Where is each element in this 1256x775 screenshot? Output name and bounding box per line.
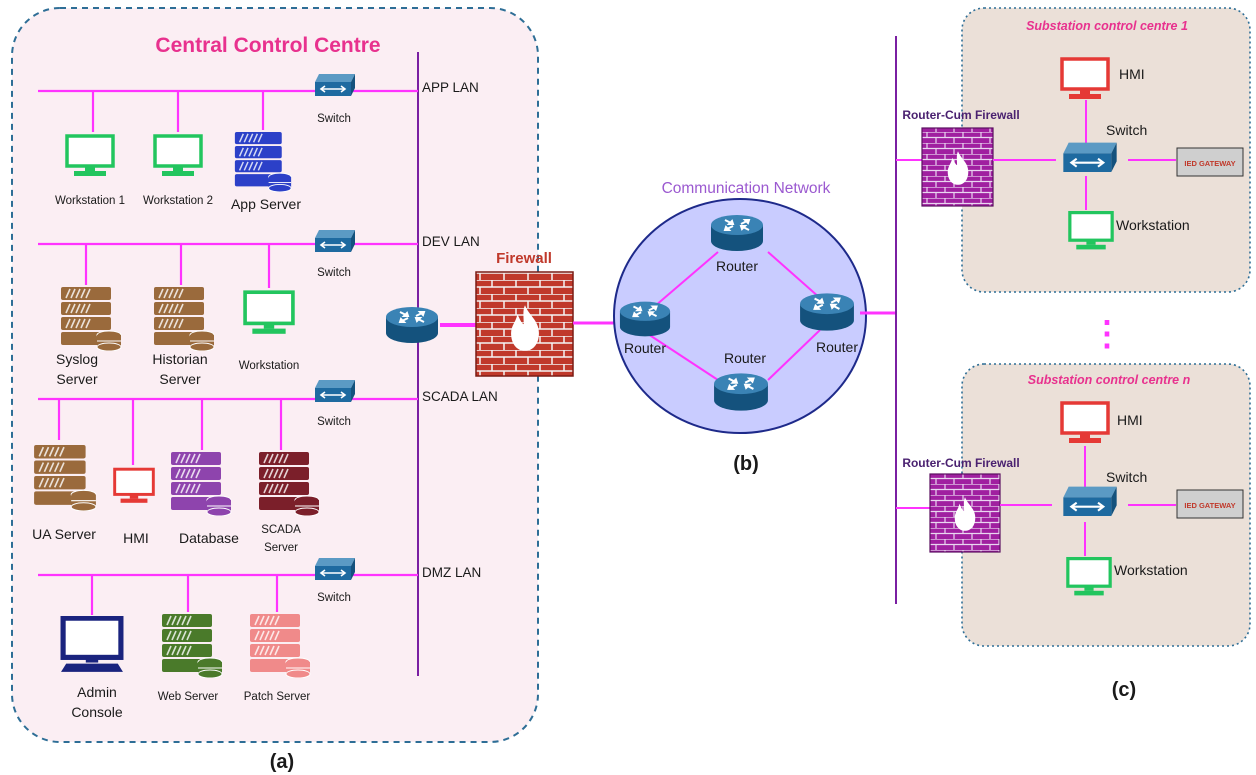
router-top-icon xyxy=(709,213,765,253)
hmi-label: HMI xyxy=(123,530,149,546)
central-control-centre: Central Control Centre xyxy=(11,7,539,773)
dev-switch-label: Switch xyxy=(317,267,351,279)
dev-workstation-label: Workstation xyxy=(239,360,300,372)
router-bottom-icon xyxy=(712,372,770,412)
patch-server-label: Patch Server xyxy=(244,691,311,703)
router-links xyxy=(647,251,821,381)
network-caption: (b) xyxy=(733,453,759,475)
dmz-switch-icon xyxy=(314,557,356,581)
app-lan: Switch APP LAN Workstation 1 Workstation… xyxy=(55,73,479,212)
substation-n-gateway-label: IED GATEWAY xyxy=(1184,501,1235,510)
firewall-label: Firewall xyxy=(496,250,552,267)
router-top-label: Router xyxy=(716,258,758,274)
substation-n-links xyxy=(1000,446,1176,556)
central-container xyxy=(11,7,539,743)
scada-switch-label: Switch xyxy=(317,416,351,428)
dev-lan-label: DEV LAN xyxy=(422,234,480,249)
router-bottom-label: Router xyxy=(724,350,766,366)
scada-server-label-1: SCADA xyxy=(261,524,301,536)
substation-n-switch-label: Switch xyxy=(1106,469,1147,485)
substations-caption: (c) xyxy=(1112,679,1136,701)
central-firewall: Firewall xyxy=(475,250,618,377)
ua-server-label: UA Server xyxy=(32,526,96,542)
communication-network: Communication Network Router Router Rout… xyxy=(613,180,896,475)
router-right-icon xyxy=(798,292,856,332)
router-left-label: Router xyxy=(624,340,666,356)
central-caption: (a) xyxy=(270,751,294,773)
substation-1-switch-label: Switch xyxy=(1106,122,1147,138)
web-server-label: Web Server xyxy=(158,691,219,703)
scada-lan-label: SCADA LAN xyxy=(422,389,498,404)
scada-server-label-2: Server xyxy=(264,542,298,554)
admin-console-label-2: Console xyxy=(71,704,123,720)
dev-lan: Switch DEV LAN Syslog Server Historian S… xyxy=(56,229,480,387)
dev-switch-icon xyxy=(314,229,356,253)
substation-1-gateway xyxy=(1176,147,1244,177)
substation-ellipsis: ⋮ xyxy=(1090,315,1124,353)
substation-1-workstation-label: Workstation xyxy=(1116,217,1190,233)
dmz-lan: Switch DMZ LAN Admin Console Web Server … xyxy=(61,557,481,720)
substation-branch-links xyxy=(896,159,930,509)
router-right-label: Router xyxy=(816,339,858,355)
workstation-2-label: Workstation 2 xyxy=(143,195,213,207)
substation-n-hmi-label: HMI xyxy=(1117,412,1143,428)
app-lan-label: APP LAN xyxy=(422,80,479,95)
substation-1-switch-icon xyxy=(1061,141,1119,174)
network-cloud xyxy=(613,198,867,434)
syslog-server-label-2: Server xyxy=(56,371,98,387)
substation-1: Substation control centre 1 Router-Cum F… xyxy=(902,7,1251,293)
dmz-lan-label: DMZ LAN xyxy=(422,565,481,580)
substation-n-switch-icon xyxy=(1061,485,1119,518)
network-title: Communication Network xyxy=(662,180,831,197)
admin-console-label-1: Admin xyxy=(77,684,117,700)
historian-server-label-1: Historian xyxy=(152,351,207,367)
historian-server-label-2: Server xyxy=(159,371,201,387)
scada-switch-icon xyxy=(314,379,356,403)
substations: ⋮ Substation control centre 1 Router-Cum… xyxy=(895,7,1251,701)
app-switch-label: Switch xyxy=(317,113,351,125)
substation-1-firewall-label: Router-Cum Firewall xyxy=(902,108,1019,122)
substation-1-hmi-label: HMI xyxy=(1119,66,1145,82)
admin-console-icon xyxy=(61,618,123,672)
workstation-1-label: Workstation 1 xyxy=(55,195,125,207)
router-left-icon xyxy=(618,300,672,338)
substation-1-gateway-label: IED GATEWAY xyxy=(1184,159,1235,168)
substation-n-title: Substation control centre n xyxy=(1028,373,1191,387)
substation-n-gateway xyxy=(1176,489,1244,519)
scada-lan: Switch SCADA LAN UA Server HMI Database … xyxy=(32,379,498,554)
substation-n: Substation control centre n Router-Cum F… xyxy=(902,363,1251,647)
app-server-label: App Server xyxy=(231,196,301,212)
syslog-server-label-1: Syslog xyxy=(56,351,98,367)
app-switch-icon xyxy=(314,73,356,97)
central-title: Central Control Centre xyxy=(155,34,380,57)
database-label: Database xyxy=(179,530,239,546)
substation-n-firewall-label: Router-Cum Firewall xyxy=(902,456,1019,470)
dmz-switch-label: Switch xyxy=(317,592,351,604)
substation-n-workstation-label: Workstation xyxy=(1114,562,1188,578)
central-router-icon xyxy=(384,305,440,345)
substation-1-title: Substation control centre 1 xyxy=(1026,19,1188,33)
substation-1-links xyxy=(993,100,1176,210)
